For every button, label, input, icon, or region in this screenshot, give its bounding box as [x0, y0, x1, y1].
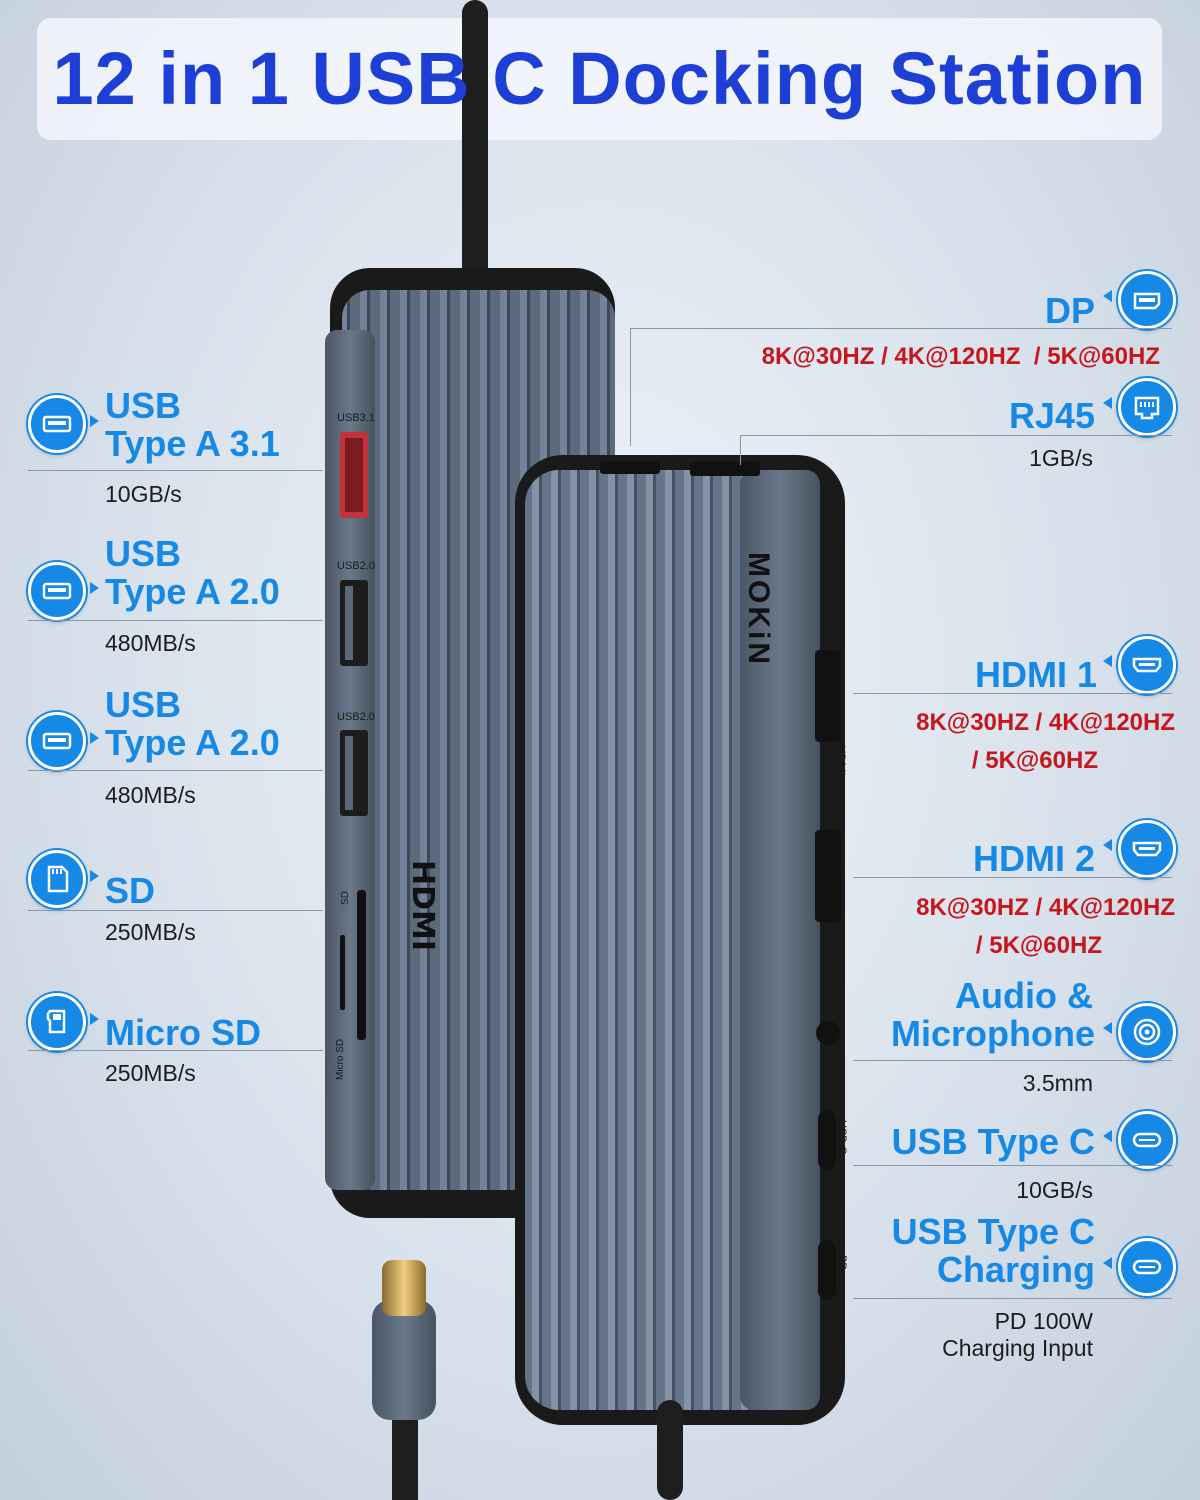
usb20-mark-2: USB2.0: [337, 711, 375, 723]
usb-a20-2-label-2: Type A 2.0: [105, 722, 280, 763]
micro-sd-icon: [28, 993, 86, 1051]
brand-logo: MOKiN: [742, 552, 775, 667]
pd-port: [818, 1240, 836, 1300]
usb20-port-1: [340, 580, 368, 666]
divider: [740, 435, 1172, 436]
page-title: 12 in 1 USB C Docking Station: [52, 37, 1147, 120]
divider: [28, 770, 323, 771]
microsd-slot: [340, 935, 345, 1010]
microsd-spec: 250MB/s: [105, 1060, 196, 1086]
divider: [630, 328, 631, 446]
hdmi1-spec-2: / 5K@60HZ: [971, 747, 1098, 774]
sd-label: SD: [105, 870, 156, 911]
title-banner: [37, 18, 1162, 140]
usbc-label: USB Type C: [891, 1121, 1095, 1162]
usbc-pd-label-2: Charging: [937, 1249, 1095, 1290]
front-unit-side: [740, 470, 820, 1410]
usb20-port-2: [340, 730, 368, 816]
usb-a-icon: [28, 395, 86, 453]
pointer-arrow: [1103, 1257, 1112, 1269]
microsd-mark: Micro SD: [335, 1038, 346, 1080]
pointer-arrow: [1103, 290, 1112, 302]
hdmi1-port: [815, 650, 841, 742]
hdmi2-spec-1: 8K@30HZ / 4K@120HZ: [916, 894, 1175, 921]
audio-jack-icon: [1118, 1003, 1176, 1061]
usb-c-icon: [1118, 1238, 1176, 1296]
ethernet-icon: [1118, 378, 1176, 436]
usbc-plug-body: [372, 1300, 436, 1420]
divider: [853, 1298, 1172, 1299]
usb-a-icon: [28, 712, 86, 770]
pointer-arrow: [1103, 839, 1112, 851]
usb31-mark: USB3.1: [337, 412, 375, 424]
pointer-arrow: [90, 1013, 99, 1025]
rj45-label: RJ45: [1008, 395, 1095, 436]
usb-a31-label-2: Type A 3.1: [105, 423, 280, 464]
bottom-cable: [657, 1400, 683, 1500]
usb-a20-2-label-1: USB: [105, 684, 182, 725]
usbc-port: [818, 1110, 836, 1170]
pointer-arrow: [90, 415, 99, 427]
dp-spec: 8K@30HZ / 4K@120HZ / 5K@60HZ: [761, 343, 1160, 370]
usbc-pd-label-1: USB Type C: [891, 1211, 1095, 1252]
hdmi-logo-text: HDMI: [405, 860, 440, 951]
divider: [28, 620, 323, 621]
usb-a31-label-1: USB: [105, 385, 182, 426]
usbc-pd-spec-1: PD 100W: [994, 1308, 1093, 1334]
divider: [853, 1165, 1172, 1166]
pointer-arrow: [1103, 1022, 1112, 1034]
hdmi-icon: [1118, 636, 1176, 694]
audio-label-1: Audio &: [955, 975, 1093, 1016]
rj45-port-edge: [690, 462, 760, 476]
usbc-mark: USB-C: [836, 1120, 848, 1155]
pointer-arrow: [90, 582, 99, 594]
pointer-arrow: [1103, 655, 1112, 667]
dp-port-edge: [600, 462, 660, 474]
usbc-pd-spec-2: Charging Input: [942, 1335, 1093, 1361]
usb-a20-1-spec: 480MB/s: [105, 630, 196, 656]
displayport-icon: [1118, 271, 1176, 329]
audio-port: [816, 1021, 840, 1045]
divider: [853, 877, 1172, 878]
divider: [28, 1050, 323, 1051]
usb-a31-spec: 10GB/s: [105, 481, 182, 507]
hdmi-icon: [1118, 820, 1176, 878]
audio-spec: 3.5mm: [1022, 1070, 1093, 1096]
sd-mark: SD: [340, 891, 351, 905]
pointer-arrow: [1103, 1130, 1112, 1142]
divider: [853, 1060, 1172, 1061]
sd-spec: 250MB/s: [105, 919, 196, 945]
microsd-label: Micro SD: [105, 1012, 262, 1053]
audio-label-2: Microphone: [891, 1013, 1095, 1054]
usb-a20-1-label-2: Type A 2.0: [105, 571, 280, 612]
divider: [740, 435, 741, 465]
divider: [630, 328, 1172, 329]
hdmi1-spec-1: 8K@30HZ / 4K@120HZ: [916, 709, 1175, 736]
sd-slot: [357, 890, 366, 1040]
usb-a20-2-spec: 480MB/s: [105, 782, 196, 808]
usbc-plug-tip: [382, 1260, 426, 1316]
sd-card-icon: [28, 850, 86, 908]
hdmi1-label: HDMI 1: [974, 654, 1097, 695]
hdmi2-label: HDMI 2: [972, 838, 1095, 879]
pd-mark: PD: [836, 1255, 848, 1271]
top-cable: [462, 0, 488, 280]
rj45-spec: 1GB/s: [1029, 445, 1093, 471]
hdmi2-spec-2: / 5K@60HZ: [975, 932, 1102, 959]
pointer-arrow: [1103, 397, 1112, 409]
pointer-arrow: [90, 870, 99, 882]
usb-c-icon: [1118, 1111, 1176, 1169]
divider: [28, 910, 323, 911]
usb20-mark-1: USB2.0: [337, 560, 375, 572]
dp-label: DP: [1044, 290, 1095, 331]
divider: [853, 693, 1172, 694]
usbc-spec: 10GB/s: [1016, 1177, 1093, 1203]
usb-a20-1-label-1: USB: [105, 533, 182, 574]
divider: [28, 470, 323, 471]
usb-a-icon: [28, 562, 86, 620]
hdmi-side-mark: HDMI: [834, 745, 848, 776]
pointer-arrow: [90, 732, 99, 744]
hdmi2-port: [815, 830, 841, 922]
